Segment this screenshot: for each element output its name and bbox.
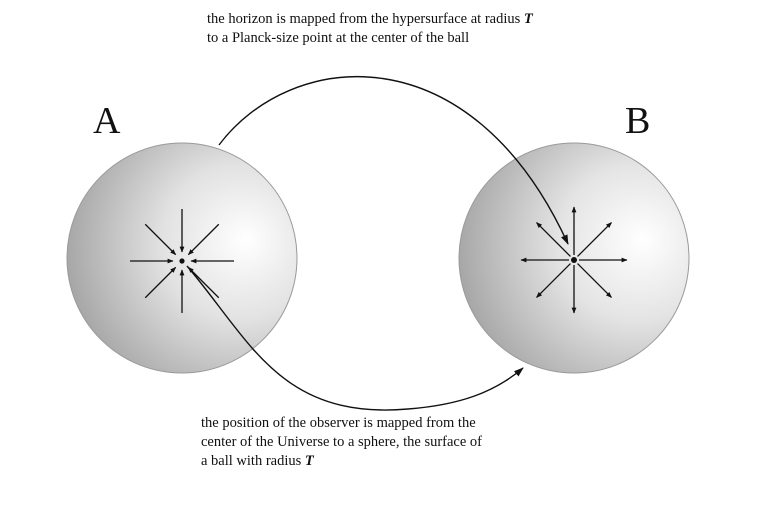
ball-label-a: A — [93, 100, 121, 142]
top-caption-line-1: the horizon is mapped from the hypersurf… — [207, 10, 533, 29]
ball-b-arrow-2 — [577, 263, 612, 298]
top-mapping-arrow — [218, 76, 569, 245]
bottom-caption: the position of the observer is mapped f… — [201, 414, 482, 471]
bottom-caption-text-3: a ball with radius — [201, 453, 305, 469]
ball-b-arrow-4 — [536, 263, 571, 298]
top-caption-text-1: the horizon is mapped from the hypersurf… — [207, 11, 524, 27]
ball-b-arrow-8 — [577, 222, 612, 257]
ball-b-arrow-6 — [536, 222, 571, 257]
inward-arrows — [130, 209, 234, 313]
radius-variable-bottom: T — [304, 453, 314, 469]
ball-a — [66, 142, 298, 374]
ball-a-arrow-2 — [187, 266, 220, 299]
bottom-mapping-arrow — [186, 265, 524, 411]
center-point-b — [571, 257, 577, 263]
ball-a-arrow-8 — [187, 223, 220, 256]
ball-label-b: B — [625, 100, 651, 142]
bottom-caption-line-1: the position of the observer is mapped f… — [201, 415, 476, 431]
center-point-a — [179, 258, 185, 264]
bottom-caption-line-3: a ball with radius T — [201, 452, 482, 471]
radius-variable-top: T — [523, 11, 533, 27]
top-caption: the horizon is mapped from the hypersurf… — [207, 10, 533, 48]
outward-arrows — [520, 206, 628, 314]
top-caption-line-2: to a Planck-size point at the center of … — [207, 30, 470, 46]
ball-a-arrow-4 — [144, 266, 177, 299]
ball-a-arrow-6 — [144, 223, 177, 256]
bottom-caption-line-2: center of the Universe to a sphere, the … — [201, 434, 483, 450]
